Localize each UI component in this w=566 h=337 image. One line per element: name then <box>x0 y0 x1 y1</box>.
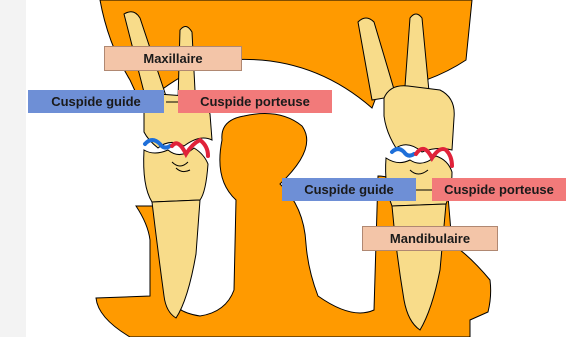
label-right-cuspide-guide: Cuspide guide <box>282 178 416 201</box>
left-lower-crown <box>144 148 208 202</box>
label-right-cuspide-porteuse: Cuspide porteuse <box>432 178 566 201</box>
label-maxillaire: Maxillaire <box>104 46 242 71</box>
label-left-cuspide-porteuse: Cuspide porteuse <box>178 90 332 113</box>
label-mandibulaire: Mandibulaire <box>362 226 498 251</box>
label-left-cuspide-guide: Cuspide guide <box>28 90 164 113</box>
right-upper-crown <box>384 86 454 152</box>
